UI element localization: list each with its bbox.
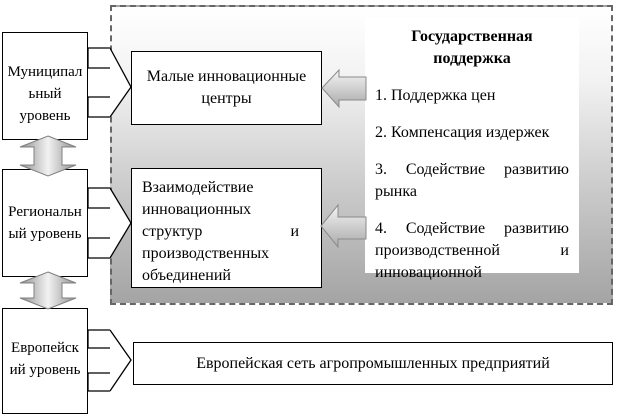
interaction-label: Взаимодействие инновационных структур и … (142, 179, 299, 284)
small-innovation-centers-box: Малые инновационные центры (131, 51, 322, 125)
level-box-european: Европейск ий уровень (2, 308, 88, 414)
european-network-label: Европейская сеть агропромышленных предпр… (196, 354, 550, 372)
level-box-regional: Региональн ый уровень (2, 169, 88, 277)
support-item-4: 4. Содействие развитию производственной … (375, 220, 569, 281)
level-box-european-label: Европейск ий уровень (9, 340, 81, 378)
support-item-3: 3. Содействие развитию рынка (375, 161, 569, 200)
level-box-regional-label: Региональн ый уровень (8, 204, 82, 242)
arrow-european-to-network (87, 329, 132, 392)
support-item-2: 2. Компенсация издержек (375, 124, 550, 141)
european-network-box: Европейская сеть агропромышленных предпр… (133, 342, 613, 385)
support-item-1: 1. Поддержка цен (375, 87, 496, 104)
state-support-panel: Государственная поддержка 1. Поддержка ц… (365, 17, 579, 281)
level-box-municipal-label: Муниципал ьный уровень (7, 64, 83, 124)
updown-arrow-regional-european (19, 271, 77, 310)
small-innovation-centers-label: Малые инновационные центры (146, 68, 307, 107)
state-support-title: Государственная поддержка (411, 28, 533, 67)
level-box-municipal: Муниципал ьный уровень (2, 32, 88, 140)
interaction-box: Взаимодействие инновационных структур и … (131, 168, 322, 288)
